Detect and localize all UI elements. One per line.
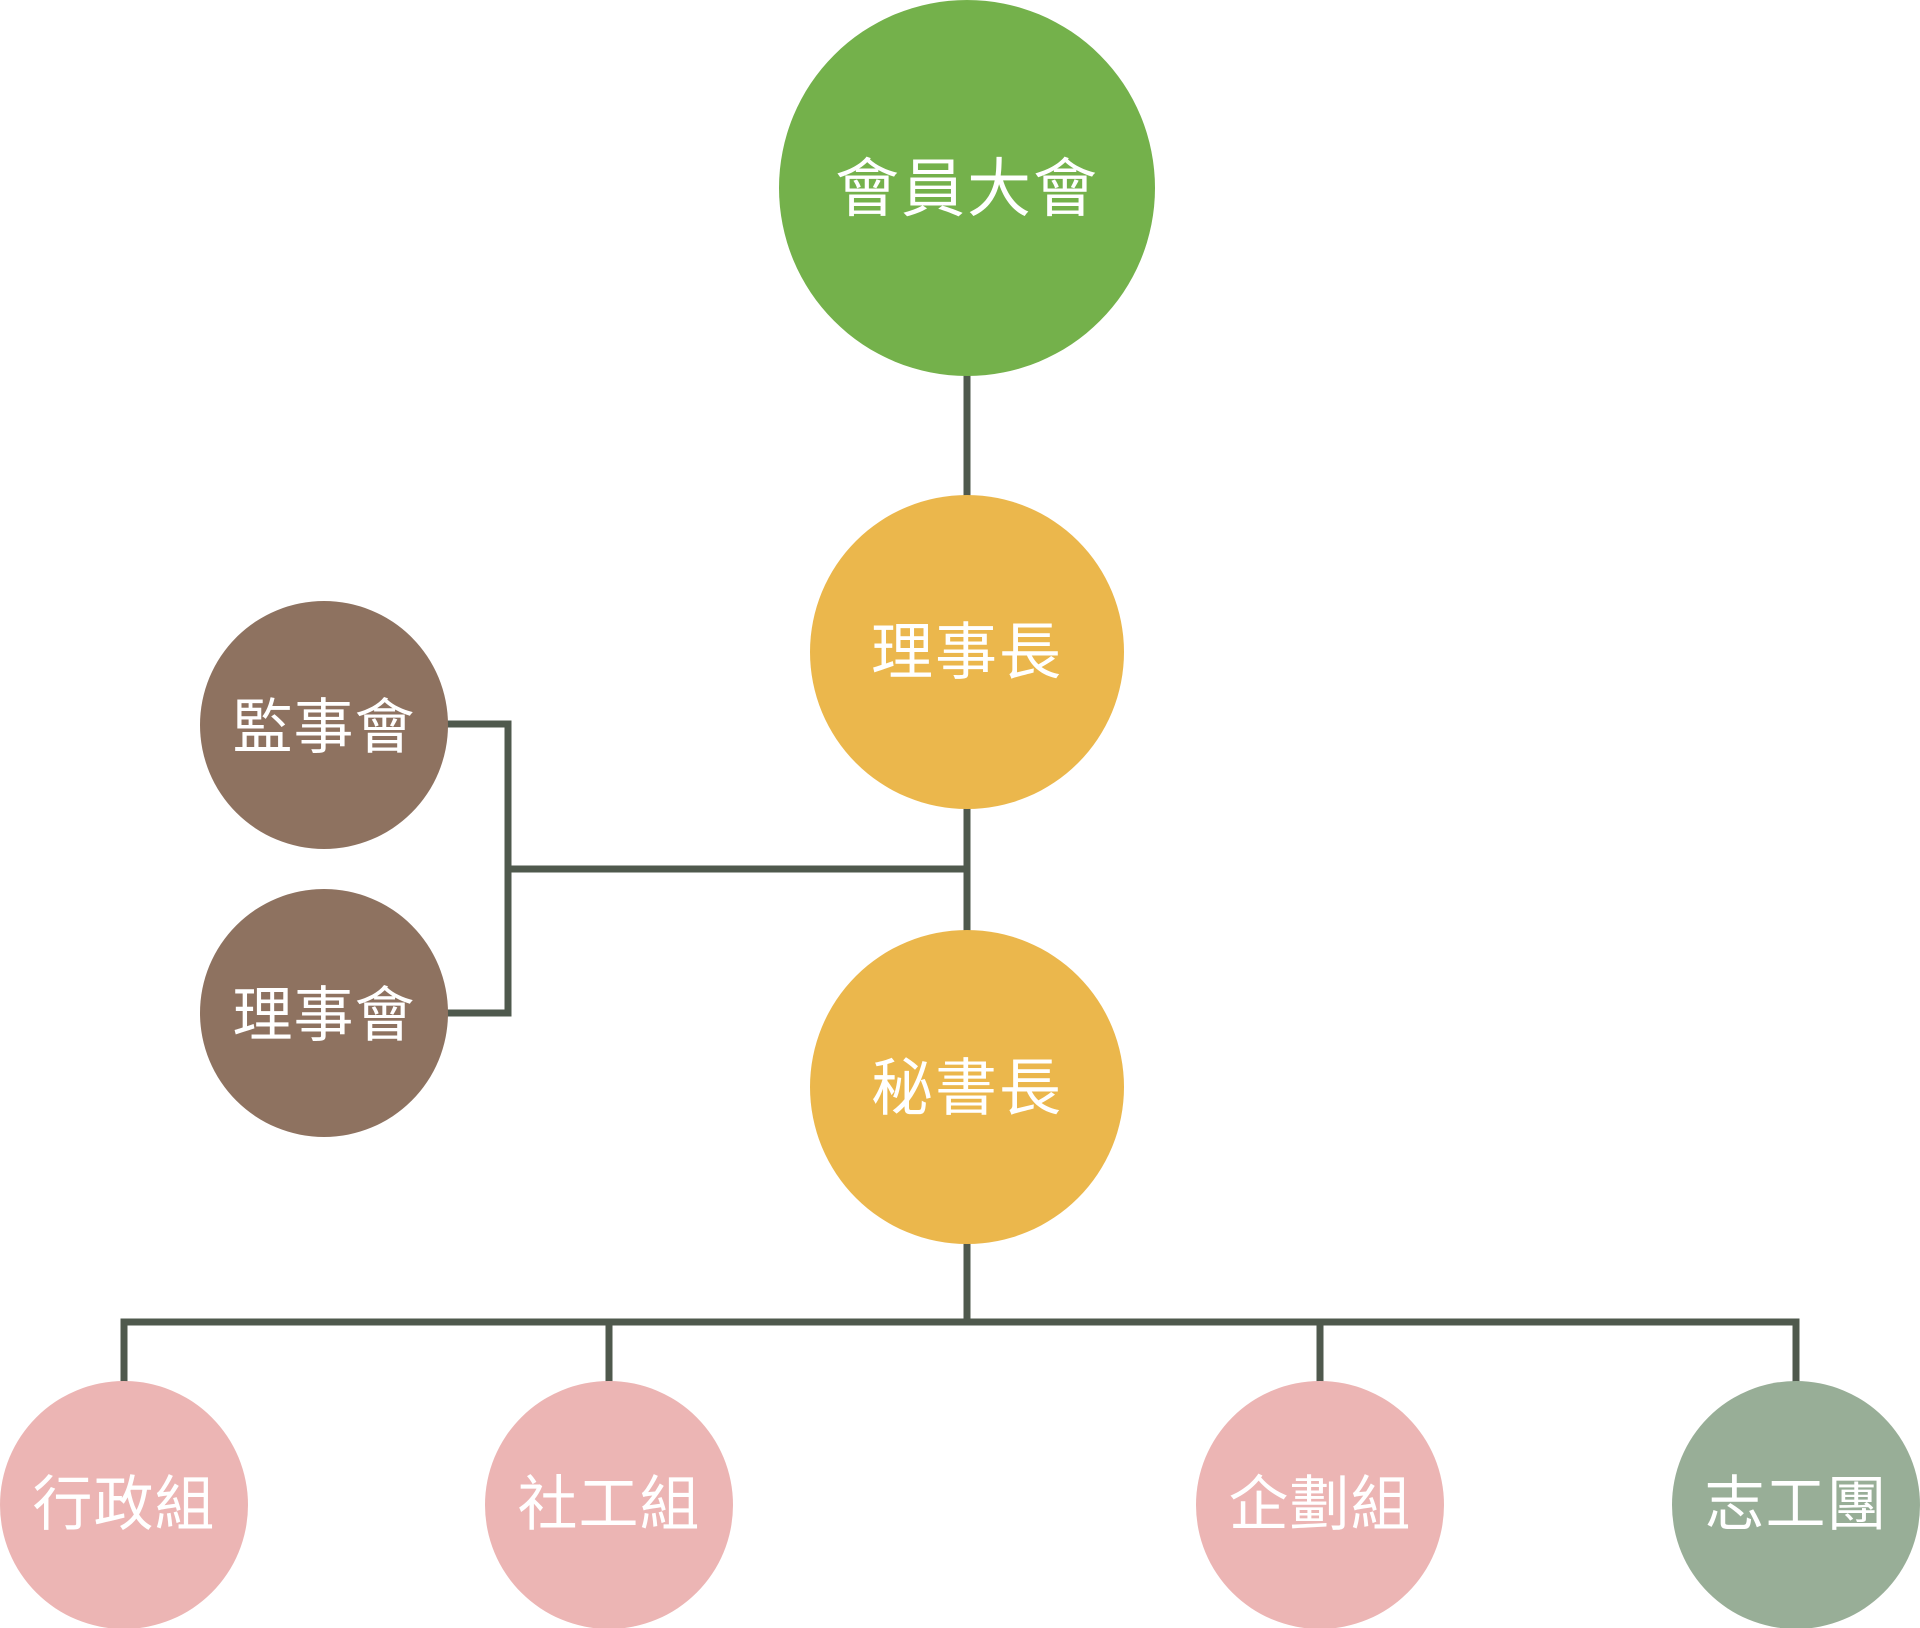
connector-boards-bracket (446, 720, 512, 1017)
node-circle (485, 1381, 733, 1628)
node-administration: 行政組 (0, 1381, 248, 1628)
node-label: 社工組 (518, 1470, 701, 1540)
node-circle (1196, 1381, 1444, 1628)
node-circle (810, 930, 1124, 1244)
node-general-assembly: 會員大會 (779, 0, 1155, 376)
node-label: 理事會 (233, 981, 416, 1051)
node-label: 秘書長 (871, 1052, 1063, 1125)
node-circle (200, 601, 448, 849)
node-circle (200, 889, 448, 1137)
node-board-of-directors: 理事會 (200, 889, 448, 1137)
node-circle (779, 0, 1155, 376)
node-volunteers: 志工團 (1672, 1381, 1920, 1628)
node-label: 監事會 (233, 693, 416, 763)
connector-departments-bus (120, 1318, 1800, 1382)
node-circle (0, 1381, 248, 1628)
node-planning: 企劃組 (1196, 1381, 1444, 1628)
node-label: 志工團 (1705, 1470, 1888, 1540)
node-label: 會員大會 (835, 153, 1099, 227)
connectors (120, 372, 1800, 1382)
node-social-work: 社工組 (485, 1381, 733, 1628)
node-label: 企劃組 (1229, 1470, 1412, 1540)
node-label: 理事長 (871, 616, 1063, 689)
node-secretary-general: 秘書長 (810, 930, 1124, 1244)
node-chairman: 理事長 (810, 495, 1124, 809)
node-circle (1672, 1381, 1920, 1628)
node-circle (810, 495, 1124, 809)
node-label: 行政組 (33, 1470, 216, 1540)
node-supervisory-board: 監事會 (200, 601, 448, 849)
